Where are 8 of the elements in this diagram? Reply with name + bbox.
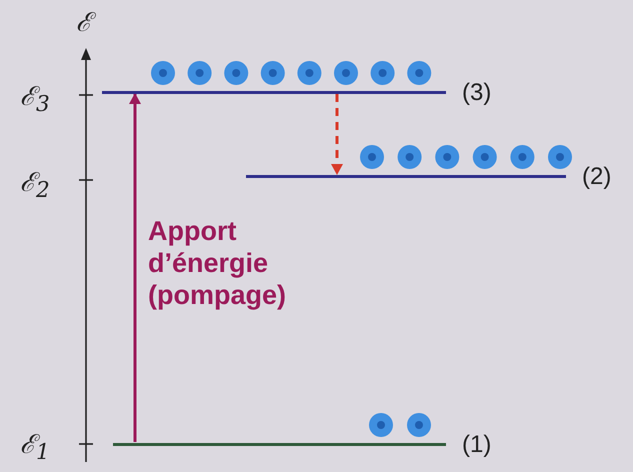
energy-symbol: ℰ$_{1}$ (20, 430, 50, 468)
level-number: (2) (582, 162, 612, 192)
arrow (331, 94, 343, 175)
energy-symbol: ℰ$_{3}$ (20, 82, 50, 120)
level-number: (3) (462, 78, 492, 108)
arrow (129, 93, 141, 442)
level-number: (1) (462, 430, 492, 460)
energy-symbol: ℰ$_{2}$ (20, 168, 50, 206)
